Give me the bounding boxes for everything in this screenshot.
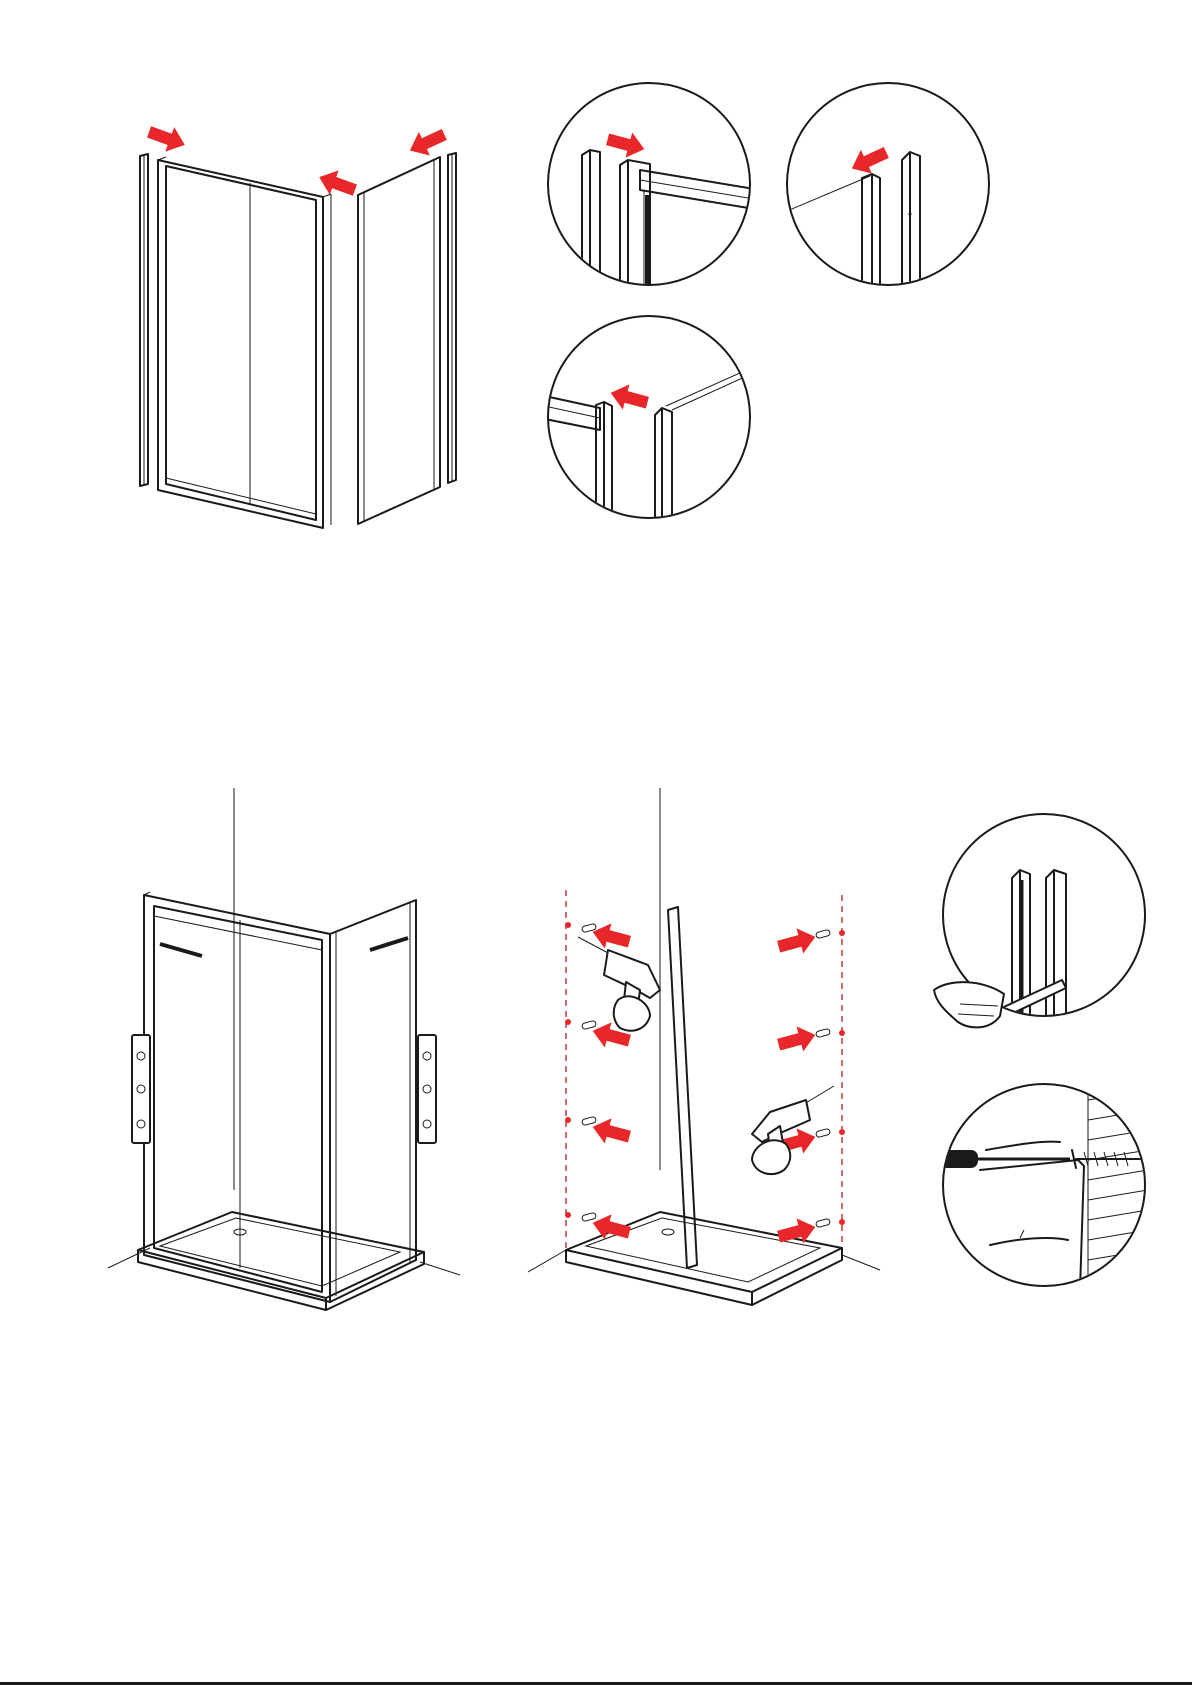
hand-icon xyxy=(614,996,650,1030)
arrow-icon xyxy=(589,919,632,954)
sliding-door-frame xyxy=(158,157,331,528)
spirit-level-icon xyxy=(132,1035,150,1143)
arrow-icon xyxy=(775,924,818,959)
callout-top-right-joint xyxy=(780,83,989,300)
side-panel xyxy=(358,157,440,524)
arrow-icon xyxy=(404,123,449,163)
callout-screw-wall-plug xyxy=(930,1080,1148,1290)
arrow-icon xyxy=(775,1022,818,1057)
top-assembly xyxy=(140,120,456,528)
wall-drilling-step xyxy=(528,788,880,1305)
callout-lower-joint xyxy=(540,316,760,520)
callout-seal-strip xyxy=(934,814,1145,1030)
level-check-assembly xyxy=(108,788,460,1310)
hand-icon xyxy=(934,982,1004,1027)
right-wall-profile xyxy=(448,153,456,483)
callout-top-left-joint xyxy=(548,83,760,305)
drill-icon xyxy=(578,937,660,1031)
left-wall-profile xyxy=(140,154,148,486)
spirit-level-icon xyxy=(418,1035,436,1143)
hand-icon xyxy=(752,1140,790,1174)
arrow-icon xyxy=(145,120,190,157)
